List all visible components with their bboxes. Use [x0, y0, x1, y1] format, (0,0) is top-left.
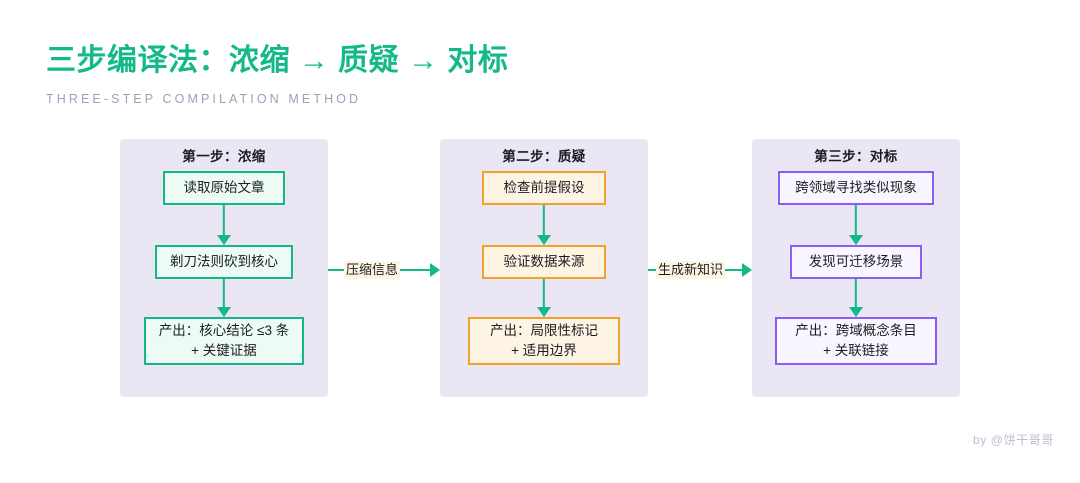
arrow-shaft — [542, 279, 546, 308]
step-panel-2: 第二步：质疑 检查前提假设 验证数据来源 产出：局限性标记 + 适用边界 — [440, 139, 648, 397]
step2-arrow-1 — [537, 205, 551, 245]
page-subtitle: THREE-STEP COMPILATION METHOD — [46, 91, 362, 106]
arrow-shaft — [854, 279, 858, 308]
step-panel-3: 第三步：对标 跨领域寻找类似现象 发现可迁移场景 产出：跨域概念条目 + 关联链… — [752, 139, 960, 397]
step2-node-1[interactable]: 检查前提假设 — [482, 171, 606, 205]
step-panel-2-title: 第二步：质疑 — [502, 149, 586, 164]
step3-node-3[interactable]: 产出：跨域概念条目 + 关联链接 — [775, 317, 937, 365]
step1-arrow-1 — [217, 205, 231, 245]
step2-node-3[interactable]: 产出：局限性标记 + 适用边界 — [468, 317, 620, 365]
arrow-head-icon — [849, 235, 863, 245]
step1-node-2[interactable]: 剃刀法则砍到核心 — [155, 245, 293, 279]
flowchart-stage: 第一步：浓缩 读取原始文章 剃刀法则砍到核心 产出：核心结论 ≤3 条 + 关键… — [0, 139, 1080, 401]
connector-2-label: 生成新知识 — [656, 260, 726, 280]
arrow-head-icon — [217, 235, 231, 245]
arrow-shaft — [854, 205, 858, 236]
connector-line-left — [328, 268, 344, 272]
step-panel-3-title: 第三步：对标 — [814, 149, 898, 164]
header: 三步编译法：浓缩 → 质疑 → 对标 THREE-STEP COMPILATIO… — [46, 42, 946, 106]
arrow-shaft — [542, 205, 546, 236]
connector-line-right — [400, 268, 430, 272]
attribution: by @饼干哥哥 — [973, 433, 1054, 447]
arrow-head-icon — [217, 307, 231, 317]
arrow-head-icon — [849, 307, 863, 317]
step1-node-3[interactable]: 产出：核心结论 ≤3 条 + 关键证据 — [144, 317, 304, 365]
step3-arrow-1 — [849, 205, 863, 245]
connector-2: 生成新知识 — [648, 257, 752, 283]
step2-node-2[interactable]: 验证数据来源 — [482, 245, 606, 279]
step-panel-1-title: 第一步：浓缩 — [182, 149, 266, 164]
step-panel-1: 第一步：浓缩 读取原始文章 剃刀法则砍到核心 产出：核心结论 ≤3 条 + 关键… — [120, 139, 328, 397]
step1-node-1[interactable]: 读取原始文章 — [163, 171, 285, 205]
page-title: 三步编译法：浓缩 → 质疑 → 对标 — [46, 44, 509, 77]
step3-node-2[interactable]: 发现可迁移场景 — [790, 245, 922, 279]
arrow-right-icon — [742, 263, 752, 277]
connector-1: 压缩信息 — [328, 257, 440, 283]
step1-arrow-2 — [217, 279, 231, 317]
step2-arrow-2 — [537, 279, 551, 317]
arrow-shaft — [222, 205, 226, 236]
arrow-head-icon — [537, 307, 551, 317]
step3-node-1[interactable]: 跨领域寻找类似现象 — [778, 171, 934, 205]
arrow-right-icon — [430, 263, 440, 277]
connector-line-left — [648, 268, 656, 272]
step3-arrow-2 — [849, 279, 863, 317]
arrow-shaft — [222, 279, 226, 308]
connector-1-label: 压缩信息 — [344, 260, 401, 280]
arrow-head-icon — [537, 235, 551, 245]
connector-line-right — [725, 268, 742, 272]
